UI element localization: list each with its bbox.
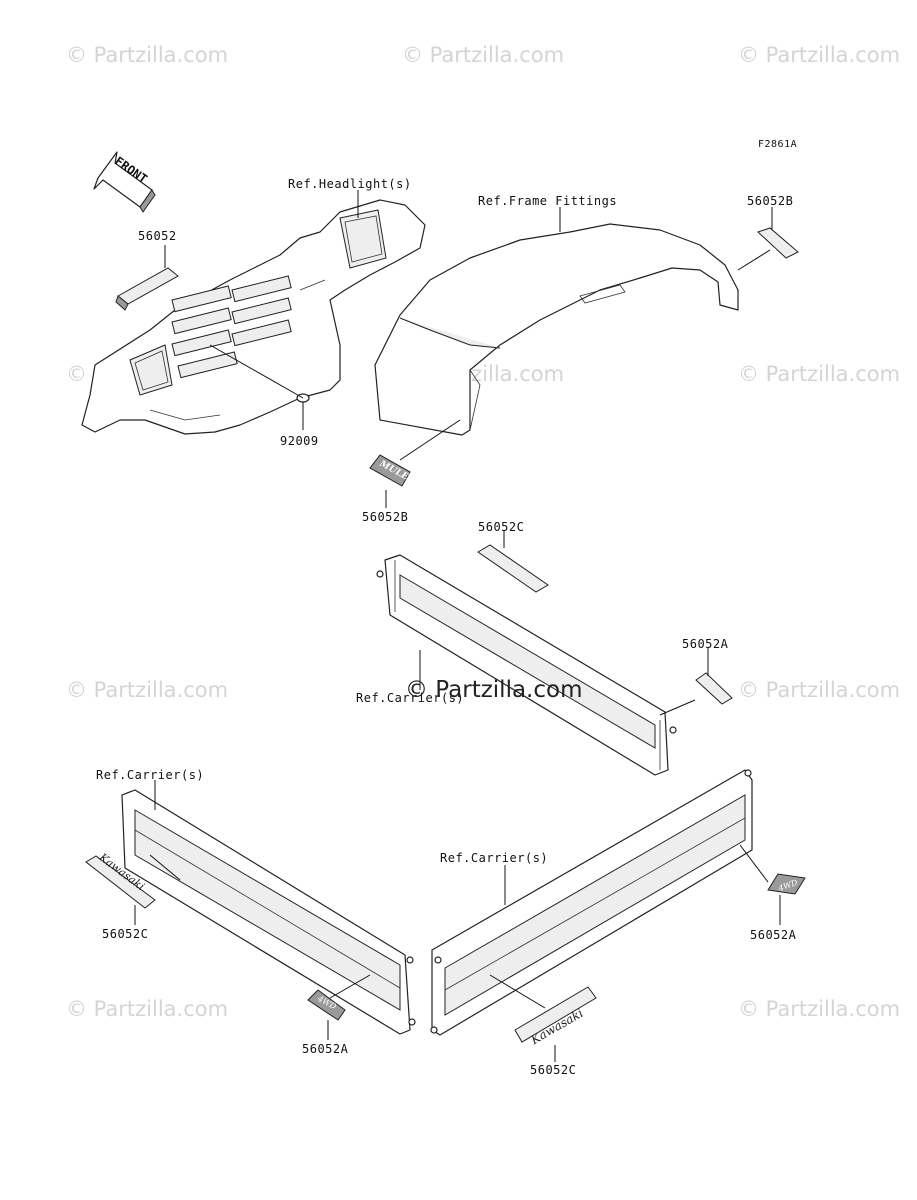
watermark-middle-right: © Partzilla.com bbox=[738, 678, 900, 702]
decal-56052-part bbox=[115, 267, 179, 311]
label-ref-carriers-right[interactable]: Ref.Carrier(s) bbox=[440, 851, 548, 865]
label-56052a-mid[interactable]: 56052A bbox=[682, 637, 729, 651]
decal-56052b-top-part bbox=[757, 227, 799, 259]
label-ref-carriers-left[interactable]: Ref.Carrier(s) bbox=[96, 768, 204, 782]
label-56052b-mid[interactable]: 56052B bbox=[362, 510, 408, 524]
four-wd-decal-right-part: 4WD bbox=[767, 873, 806, 895]
label-ref-headlights[interactable]: Ref.Headlight(s) bbox=[288, 177, 412, 191]
watermark-upper-right: © Partzilla.com bbox=[738, 362, 900, 386]
screw-92009-part bbox=[296, 393, 310, 410]
front-arrow-icon: FRONT bbox=[93, 151, 156, 213]
label-ref-carriers-mid[interactable]: Ref.Carrier(s) bbox=[356, 691, 464, 705]
part-labels: Ref.Headlight(s) Ref.Frame Fittings 5605… bbox=[96, 177, 797, 1077]
watermark-middle-left: © Partzilla.com bbox=[66, 678, 228, 702]
leader-lines bbox=[134, 190, 781, 1062]
watermark-lower-left: © Partzilla.com bbox=[66, 997, 228, 1021]
label-56052c-left[interactable]: 56052C bbox=[102, 927, 148, 941]
label-56052[interactable]: 56052 bbox=[138, 229, 177, 243]
diagram-code: F2861A bbox=[758, 139, 797, 150]
watermark-top-center: © Partzilla.com bbox=[402, 43, 564, 67]
watermark-center: © Partzilla.com bbox=[405, 677, 583, 703]
carrier-panel-right-part bbox=[430, 769, 753, 1036]
rear-cover-part bbox=[374, 223, 739, 436]
label-56052a-left[interactable]: 56052A bbox=[302, 1042, 349, 1056]
label-92009[interactable]: 92009 bbox=[280, 434, 319, 448]
carrier-panel-mid-part bbox=[376, 554, 677, 776]
kawasaki-decal-bottom-part: Kawasaki bbox=[514, 986, 597, 1048]
label-56052b-top[interactable]: 56052B bbox=[747, 194, 793, 208]
decal-56052c-mid-part bbox=[477, 544, 549, 593]
label-56052c-bottom[interactable]: 56052C bbox=[530, 1063, 576, 1077]
mule-decal-part: MULE bbox=[369, 454, 411, 487]
label-ref-frame-fittings[interactable]: Ref.Frame Fittings bbox=[478, 194, 617, 208]
label-56052c-mid[interactable]: 56052C bbox=[478, 520, 524, 534]
decal-56052a-mid-part bbox=[695, 672, 733, 705]
carrier-panel-left-part bbox=[121, 789, 416, 1035]
watermark-top-left: © Partzilla.com bbox=[66, 43, 228, 67]
watermark-top-right: © Partzilla.com bbox=[738, 43, 900, 67]
label-56052a-right[interactable]: 56052A bbox=[750, 928, 797, 942]
watermark-lower-right: © Partzilla.com bbox=[738, 997, 900, 1021]
front-hood-part bbox=[81, 199, 426, 435]
